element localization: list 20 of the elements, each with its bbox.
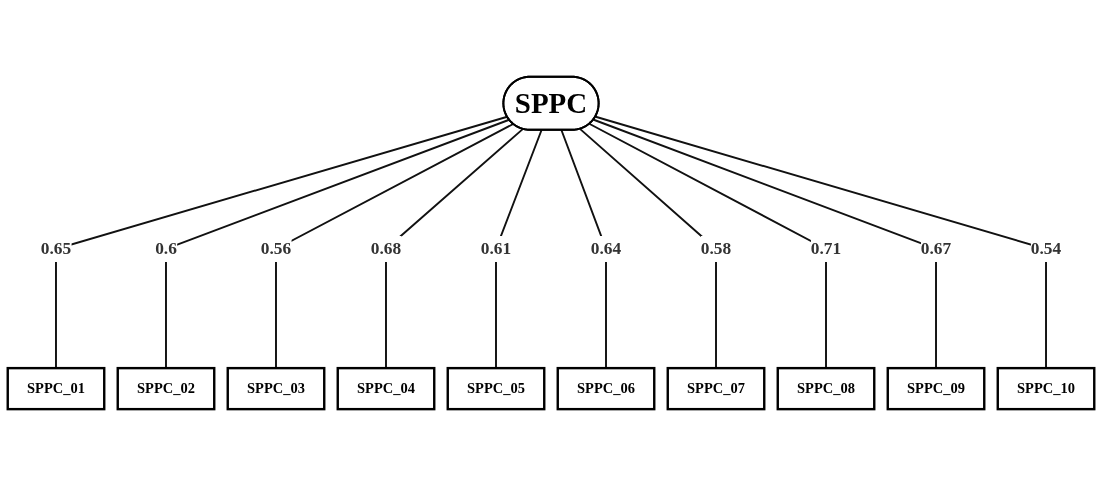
node-box: SPPC_07 [666, 367, 766, 411]
edge-label: 0.71 [810, 238, 842, 259]
node-box: SPPC_06 [556, 367, 656, 411]
node-box: SPPC_08 [776, 367, 876, 411]
node-box: SPPC_10 [996, 367, 1096, 411]
edge-label: 0.64 [590, 238, 622, 259]
node-box: SPPC_01 [6, 367, 106, 411]
node-box: SPPC_02 [116, 367, 216, 411]
edge-label: 0.6 [155, 238, 177, 259]
edge-label: 0.54 [1030, 238, 1062, 259]
node-box: SPPC_09 [886, 367, 986, 411]
node-box: SPPC_03 [226, 367, 326, 411]
edge-label: 0.61 [480, 238, 512, 259]
node-box: SPPC_04 [336, 367, 436, 411]
edge-label: 0.68 [370, 238, 402, 259]
edge-label: 0.58 [700, 238, 732, 259]
node-box: SPPC_05 [446, 367, 546, 411]
edge-label: 0.65 [40, 238, 72, 259]
edge-label: 0.67 [920, 238, 952, 259]
edge-label: 0.56 [260, 238, 292, 259]
